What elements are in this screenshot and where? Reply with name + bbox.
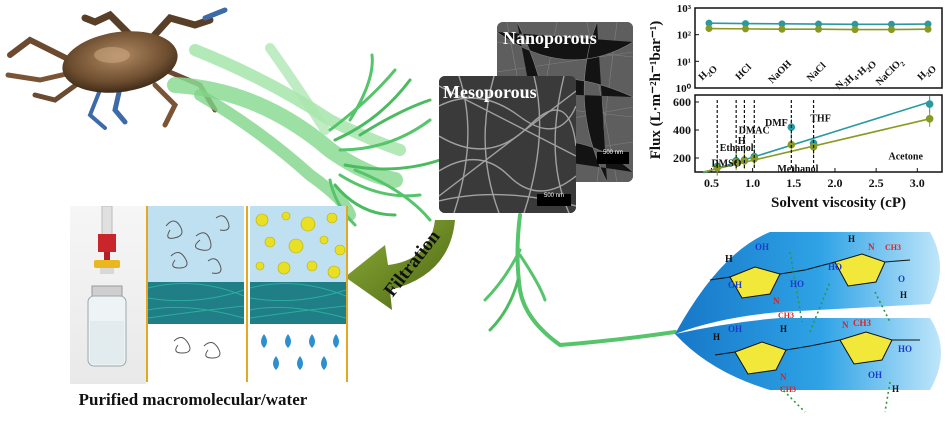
label-ho-3: HO bbox=[898, 344, 912, 354]
top-y-tick-label: 10³ bbox=[677, 3, 692, 15]
bottom-y-tick-label: 400 bbox=[673, 123, 691, 137]
top-category-label: NaCl bbox=[805, 60, 829, 84]
label-h-4: H bbox=[713, 332, 720, 342]
solvent-annotation: DMSO bbox=[711, 158, 741, 169]
top-series-point-1 bbox=[815, 20, 822, 28]
solvent-annotation: DMAC bbox=[739, 126, 770, 137]
top-y-tick-label: 10⁰ bbox=[676, 83, 692, 95]
label-ho-1: HO bbox=[790, 279, 804, 289]
top-series-point-2 bbox=[705, 25, 713, 33]
top-panel-frame bbox=[694, 7, 943, 89]
top-y-tick-label: 10¹ bbox=[677, 56, 691, 68]
mesoporous-label: Mesoporous bbox=[443, 82, 537, 102]
label-ch3-2: CH3 bbox=[885, 243, 901, 252]
solvent-annotation: THF bbox=[810, 114, 831, 125]
caption: Purified macromolecular/water bbox=[78, 390, 308, 409]
bottom-panel-frame bbox=[694, 94, 943, 173]
top-series-point-1 bbox=[851, 20, 859, 28]
bottom-series-point-1 bbox=[925, 100, 934, 108]
solvent-annotation: Ethanol bbox=[720, 143, 754, 154]
top-series-point-1 bbox=[888, 20, 895, 28]
top-series-point-1 bbox=[778, 20, 786, 28]
label-oh-2: OH bbox=[728, 280, 742, 290]
meso-scale-bar-label: 500 nm bbox=[543, 193, 564, 199]
crab-illustration bbox=[5, 7, 228, 130]
bottom-series-point-2 bbox=[750, 154, 759, 163]
mesoporous-sem-image: Mesoporous 500 nm bbox=[439, 76, 576, 213]
solvent-annotation: Methanol bbox=[777, 164, 818, 175]
nanoporous-label: Nanoporous bbox=[503, 28, 597, 48]
solvent-annotation: DMF bbox=[765, 118, 788, 129]
top-category-label: NaOH bbox=[767, 58, 795, 86]
bottom-x-tick-label: 0.5 bbox=[704, 176, 719, 190]
top-y-tick-label: 10² bbox=[677, 30, 692, 42]
label-h-3: H bbox=[900, 290, 907, 300]
label-h-1: H bbox=[725, 254, 733, 265]
label-h-2: H bbox=[848, 234, 855, 244]
label-h-5: H bbox=[780, 324, 787, 334]
label-n-4: N bbox=[780, 372, 787, 382]
label-oh-4: OH bbox=[868, 370, 882, 380]
solvent-annotation: Acetone bbox=[888, 151, 923, 162]
top-series-point-2 bbox=[778, 25, 786, 33]
bottom-series-point-2 bbox=[787, 140, 796, 149]
bottom-series-point-2 bbox=[925, 115, 934, 123]
syringe-filter-photo bbox=[70, 205, 146, 384]
y-axis-label: Flux (L·m⁻²h⁻¹bar⁻¹) bbox=[648, 21, 664, 160]
bottom-x-tick-label: 1.5 bbox=[786, 176, 801, 190]
label-ch3-3: CH3 bbox=[853, 318, 872, 328]
top-series-point-1 bbox=[742, 20, 749, 28]
chitosan-structure: OH OH H HO N CH3 H N CH3 HO H O H OH H C… bbox=[675, 232, 941, 413]
top-series-point-2 bbox=[888, 26, 895, 34]
top-series-point-2 bbox=[742, 25, 749, 33]
top-category-label: H2O bbox=[916, 61, 940, 85]
x-axis-label: Solvent viscosity (cP) bbox=[771, 195, 906, 211]
label-n-3: N bbox=[842, 320, 849, 330]
bottom-x-tick-label: 1.0 bbox=[745, 176, 760, 190]
top-series-point-2 bbox=[851, 26, 859, 34]
label-oh-1: OH bbox=[755, 242, 769, 252]
nano-scale-bar-label: 500 nm bbox=[602, 150, 623, 156]
filtration-schematic bbox=[146, 206, 348, 382]
filtration-arrow bbox=[345, 220, 455, 310]
label-h-6: H bbox=[892, 384, 899, 394]
bottom-x-tick-label: 3.0 bbox=[910, 176, 925, 190]
label-n-2: N bbox=[868, 242, 875, 252]
top-series-point-2 bbox=[815, 25, 822, 33]
top-category-label: H2O bbox=[697, 61, 721, 85]
label-ch3-1: CH3 bbox=[778, 311, 794, 320]
label-n-1: N bbox=[773, 296, 780, 306]
top-series-point-2 bbox=[924, 25, 932, 33]
bottom-x-tick-label: 2.0 bbox=[827, 176, 842, 190]
label-ho-2: HO bbox=[828, 262, 842, 272]
top-category-label: N2H4·H2O bbox=[834, 52, 880, 98]
label-oh-3: OH bbox=[728, 324, 742, 334]
top-series-point-1 bbox=[705, 19, 713, 27]
bottom-y-tick-label: 600 bbox=[673, 95, 691, 109]
top-category-label: NaClO2 bbox=[874, 56, 907, 89]
label-o-1: O bbox=[898, 274, 905, 284]
flux-chart: 10⁰ 10¹ 10² 10³ H2O HCl NaOH NaClN2H4·H2ONaClO2… bbox=[648, 3, 943, 211]
label-ch3-4: CH3 bbox=[780, 385, 796, 394]
solvent-annotation: H bbox=[738, 136, 746, 147]
bottom-x-tick-label: 2.5 bbox=[869, 176, 884, 190]
bottom-y-tick-label: 200 bbox=[673, 151, 691, 165]
top-series-point-1 bbox=[924, 20, 932, 28]
top-category-label: HCl bbox=[734, 62, 755, 83]
